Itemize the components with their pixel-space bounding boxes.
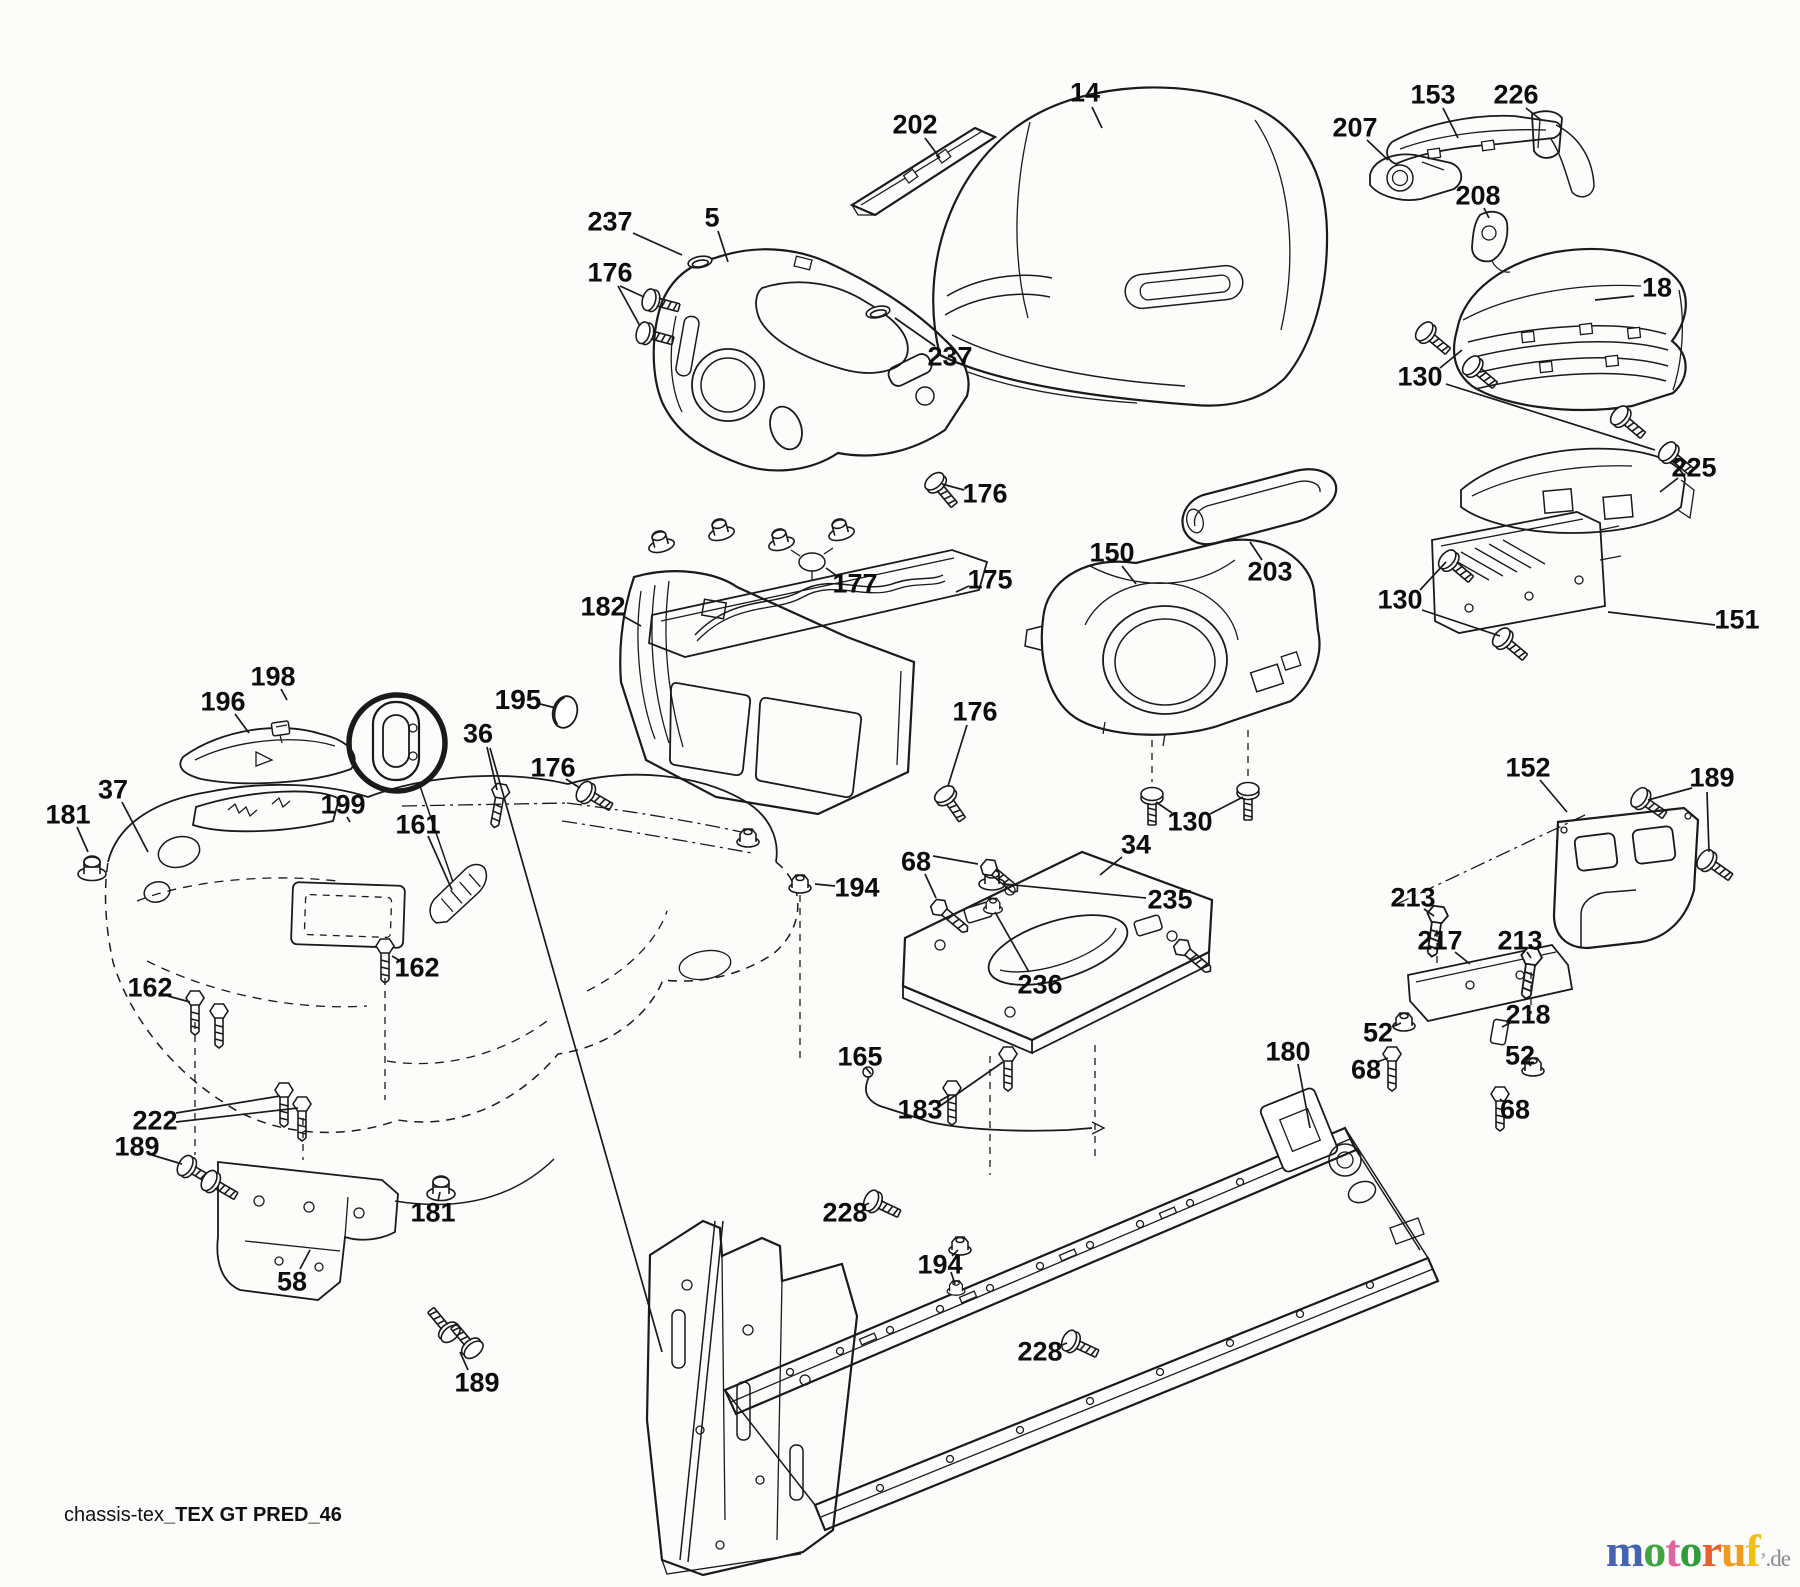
air-duct-part-203	[1181, 468, 1338, 546]
diagram-code-bold: _TEX GT PRED_46	[164, 1504, 342, 1526]
nut-52	[1392, 1012, 1416, 1032]
trim-strip-part-153	[1386, 114, 1595, 198]
bolt-222	[292, 1096, 312, 1142]
screw-130	[1140, 786, 1164, 826]
screw-130	[1411, 317, 1456, 361]
bolt-183	[998, 1046, 1018, 1092]
plug-181	[77, 855, 107, 882]
drawbar-part-152	[1394, 806, 1700, 950]
screw-130	[1236, 781, 1260, 821]
screw-176	[930, 781, 973, 827]
bumper-part-225	[1460, 447, 1695, 534]
grommet-176	[704, 515, 737, 544]
motoruf-logo[interactable]: motoruf’.de	[1605, 1525, 1791, 1576]
frame-part-180	[723, 1087, 1440, 1532]
screw-228	[859, 1187, 905, 1225]
nut-194	[788, 874, 812, 894]
screw-189	[1626, 783, 1672, 826]
rod-part-165	[862, 1066, 1106, 1135]
cap-237-left	[686, 253, 714, 271]
pad-part-196	[179, 727, 356, 785]
bolt-213	[1420, 904, 1450, 959]
hood-rail-part-202	[849, 126, 998, 217]
nut-194	[946, 1280, 966, 1296]
screw-176	[572, 777, 618, 818]
grommet-176	[824, 515, 857, 544]
frame-front-plate	[645, 1219, 859, 1577]
bracket-part-58	[216, 1158, 555, 1301]
logo-mark: ’	[1759, 1549, 1767, 1571]
clip-part-198	[270, 720, 291, 744]
blower-housing-part-150	[1024, 538, 1321, 782]
diagram-code-light: chassis-tex	[64, 1504, 165, 1526]
dash-panel-part-5	[652, 248, 970, 472]
bolt-162	[375, 938, 395, 984]
plug-181	[426, 1175, 456, 1202]
seat-plate-part-34	[901, 850, 1214, 1175]
screw-228	[1057, 1327, 1103, 1365]
fasteners	[77, 253, 1738, 1365]
leader-lines	[76, 106, 1716, 1371]
grommet-176	[644, 527, 677, 556]
screw-130	[1488, 623, 1533, 667]
nut-52	[1521, 1057, 1545, 1077]
diagram-code: chassis-tex_TEX GT PRED_46	[64, 1504, 342, 1527]
support-plate-part-175	[648, 547, 989, 658]
trim-part-226	[1531, 110, 1563, 159]
fender-deck-part-37	[104, 773, 801, 1160]
boot-detail-circle-part-161	[346, 692, 488, 924]
bolt-68	[1490, 1086, 1510, 1132]
bolt-68	[1382, 1046, 1402, 1092]
screw-189	[197, 1166, 243, 1207]
bolt-162	[209, 1003, 229, 1049]
vent-plate-part-199	[191, 790, 341, 833]
plug-195	[548, 692, 582, 732]
screw-130	[1654, 437, 1699, 481]
screw-189	[1692, 845, 1738, 888]
motoruf-wordmark: motoruf	[1605, 1525, 1761, 1576]
screw-176	[920, 468, 964, 513]
logo-suffix: .de	[1765, 1546, 1791, 1571]
bracket-part-151	[1431, 511, 1622, 634]
nut-194	[948, 1236, 972, 1256]
hood-part-14	[932, 86, 1329, 407]
spacer-part-218	[1489, 1018, 1510, 1046]
bracket-part-208	[1471, 210, 1511, 273]
cap-237-right	[864, 303, 892, 321]
grommet-176	[764, 525, 797, 554]
bolt-222	[274, 1082, 294, 1128]
nut-236	[982, 897, 1004, 915]
clip-part-177	[798, 552, 826, 572]
lamp-pod-part-207	[1369, 153, 1463, 201]
